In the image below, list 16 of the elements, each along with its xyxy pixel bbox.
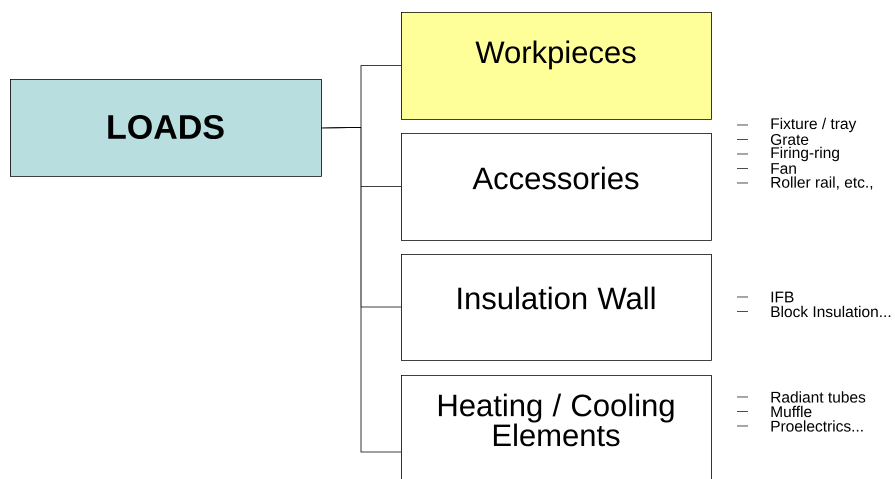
bullet-item: Fan — [771, 163, 796, 174]
bullet-item: Muffle — [771, 406, 812, 418]
category-box: Workpieces — [401, 12, 712, 120]
bullet-item: Firing-ring — [771, 146, 839, 162]
bullet-item: Radiant tubes — [771, 391, 866, 403]
bullet-item: Proelectrics... — [771, 420, 863, 432]
connector-line — [321, 127, 402, 452]
bullet-item: Block Insulation... — [771, 306, 890, 318]
bullet-item: IFB — [772, 292, 794, 302]
category-box: Insulation Wall — [401, 254, 712, 361]
bullet-item: Grate — [770, 134, 808, 145]
category-box: Accessories — [401, 133, 712, 241]
bullet-item: Roller rail, etc., — [771, 176, 872, 190]
category-box: Heating / Cooling Elements — [401, 374, 712, 479]
bullet-item: Fixture / tray — [771, 118, 856, 132]
root-box: LOADS — [10, 79, 322, 177]
